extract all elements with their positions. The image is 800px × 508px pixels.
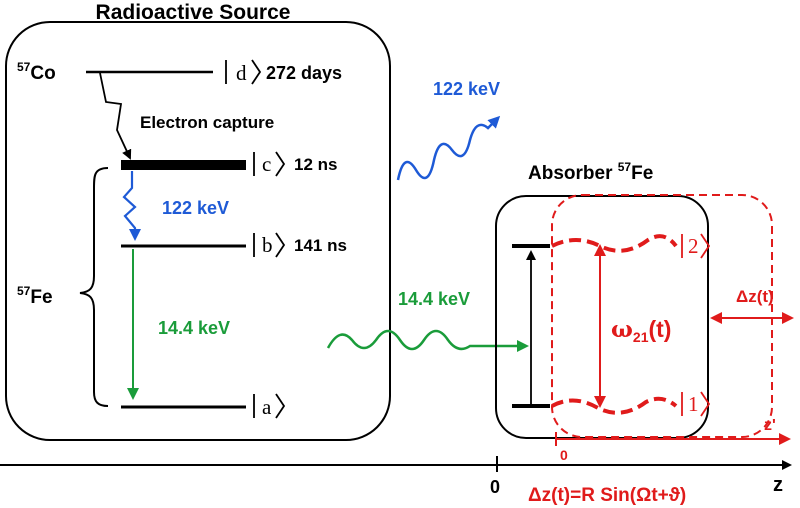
ket-c: c	[253, 151, 286, 177]
fe-label: 57Fe	[17, 284, 53, 308]
level-b-time: 141 ns	[294, 236, 347, 255]
ket-1: 1	[681, 391, 711, 417]
level-c-time: 12 ns	[294, 155, 337, 174]
svg-text:b: b	[262, 233, 273, 257]
svg-text:c: c	[262, 152, 271, 176]
red-level-2-wave	[551, 234, 678, 253]
svg-text:2: 2	[688, 234, 699, 258]
fe-brace	[79, 167, 109, 407]
ket-2: 2	[681, 233, 711, 259]
gamma-122-wave	[396, 115, 501, 181]
ket-a: a	[253, 393, 286, 419]
source-title: Radioactive Source	[96, 1, 291, 24]
red-level-1-wave	[551, 396, 678, 415]
transition-122-label: 122 keV	[162, 198, 229, 218]
co-label: 57Co	[17, 60, 56, 84]
svg-text:d: d	[236, 61, 247, 85]
electron-capture-arrow	[99, 72, 132, 160]
gamma-122-label: 122 keV	[433, 79, 500, 99]
omega-label: ω21(t)	[611, 316, 671, 345]
transition-122-arrow	[122, 171, 141, 241]
absorber-displaced-box	[551, 194, 773, 438]
z-zero: 0	[490, 477, 500, 497]
source-box	[5, 21, 391, 441]
z-label: z	[773, 474, 783, 496]
displacement-formula: Δz(t)=R Sin(Ωt+ϑ)	[528, 485, 686, 506]
svg-text:1: 1	[688, 392, 699, 416]
gamma-14-wave	[326, 329, 529, 352]
electron-capture-label: Electron capture	[140, 113, 274, 132]
gamma-14-label: 14.4 keV	[398, 289, 470, 309]
dz-label: Δz(t)	[736, 287, 774, 306]
zprime-label: z'	[764, 417, 776, 434]
ket-b: b	[253, 232, 286, 258]
ket-d: d	[225, 59, 262, 85]
level-d-time: 272 days	[266, 63, 342, 83]
zprime-zero: 0	[560, 447, 568, 463]
transition-14-label: 14.4 keV	[158, 318, 230, 338]
svg-text:a: a	[262, 395, 272, 419]
absorber-title: Absorber 57Fe	[528, 160, 653, 184]
